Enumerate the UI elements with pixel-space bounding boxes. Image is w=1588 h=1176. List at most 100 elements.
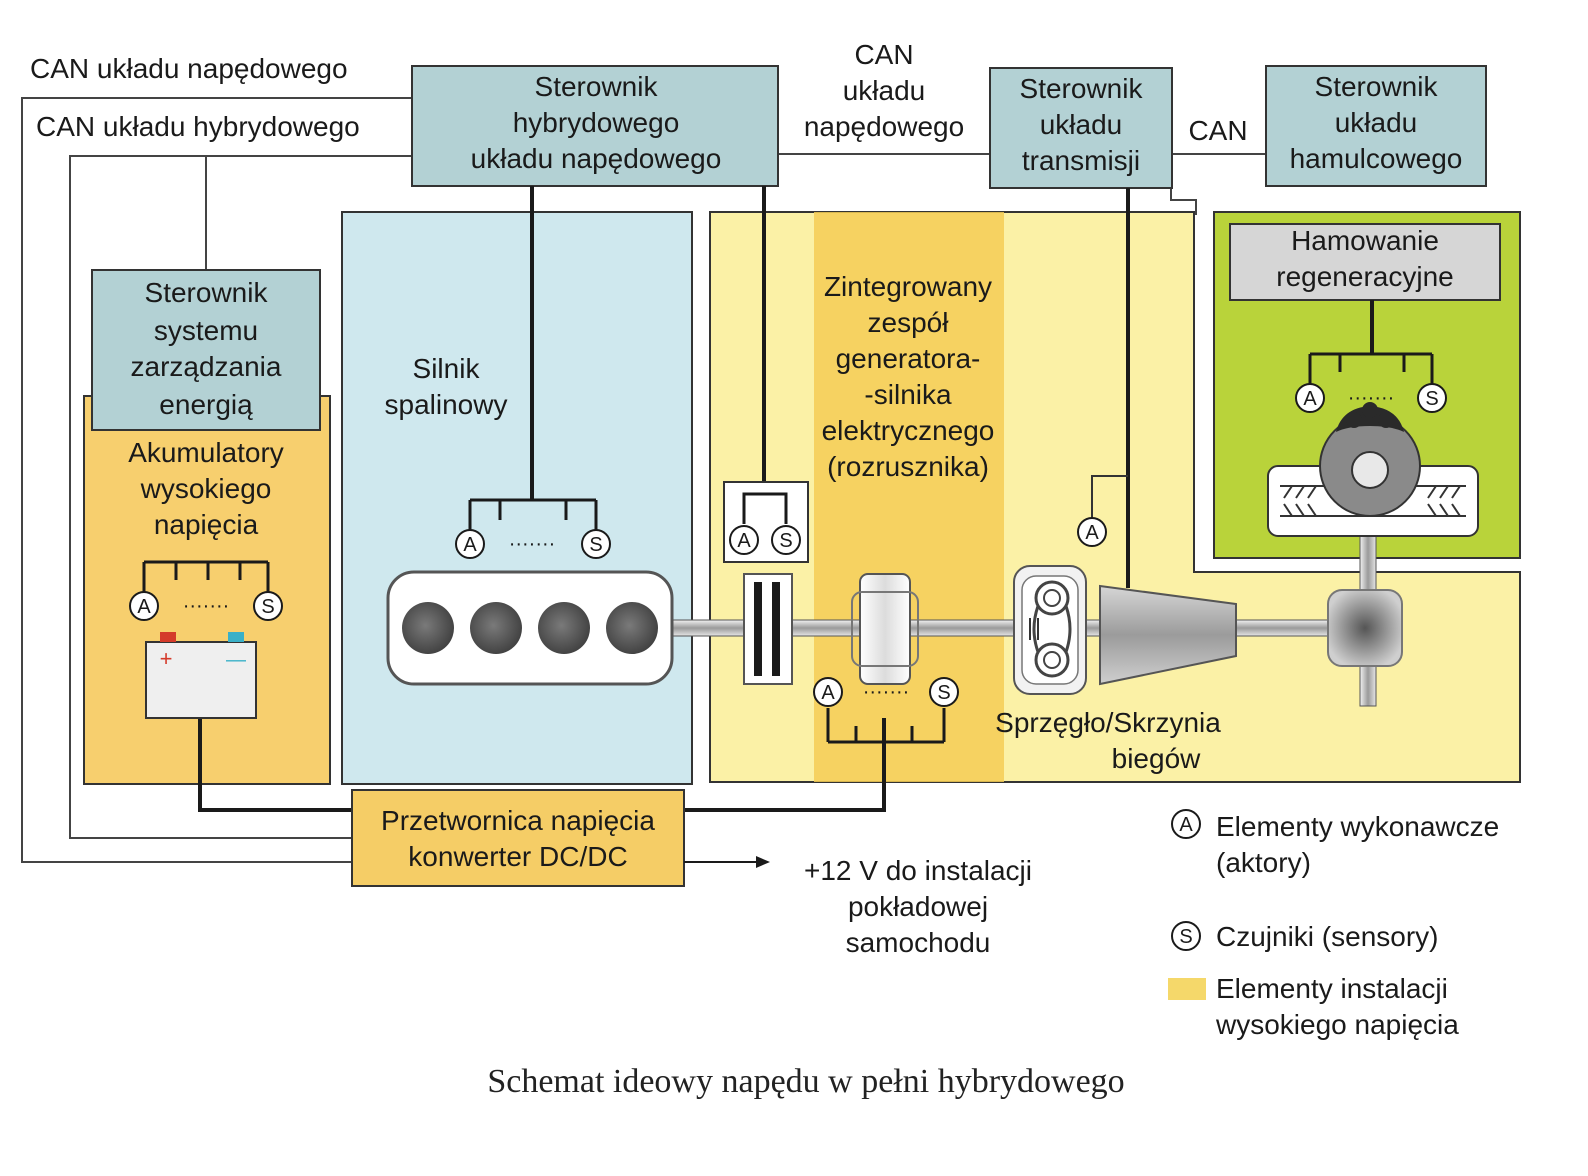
transmission-controller xyxy=(989,67,1173,189)
can-drive-label-mid: CAN xyxy=(854,39,913,70)
legend-hv-label: Elementy instalacji xyxy=(1216,973,1448,1004)
caliper-piston-icon xyxy=(1362,402,1378,418)
battery-terminal-positive xyxy=(160,632,176,642)
transmission-controller-label: układu xyxy=(1040,109,1123,140)
clutch-plate xyxy=(754,582,762,676)
control-lines xyxy=(198,186,1374,812)
legend-sensors-label: Czujniki (sensory) xyxy=(1216,921,1439,952)
energy-controller-label: Sterownik xyxy=(145,277,269,308)
engine-block xyxy=(386,570,674,686)
diagram-caption: Schemat ideowy napędu w pełni hybrydoweg… xyxy=(487,1063,1124,1100)
output-12v-label: pokładowej xyxy=(848,891,988,922)
dots-battery: ······· xyxy=(183,595,230,617)
clutch-bracket xyxy=(742,492,788,524)
energy-controller xyxy=(91,269,321,431)
legend-hv-swatch xyxy=(1168,978,1206,1000)
regen-braking-label: Hamowanie xyxy=(1291,225,1439,256)
battery-zone xyxy=(83,395,331,785)
actuator-symbol-generator: A xyxy=(821,682,835,704)
cylinder xyxy=(470,602,522,654)
can-drive-label-mid: napędowego xyxy=(804,111,964,142)
actuator-symbol-battery: A xyxy=(137,596,151,618)
output-12v-label: +12 V do instalacji xyxy=(804,855,1032,886)
cylinder xyxy=(538,602,590,654)
caliper-piston-icon xyxy=(1346,412,1362,428)
dots-engine: ······· xyxy=(509,533,556,555)
clutch xyxy=(743,573,793,685)
energy-controller-label: systemu xyxy=(154,315,258,346)
battery-plus-sign: + xyxy=(160,646,173,671)
arrow-head-icon xyxy=(756,856,770,868)
hv-band xyxy=(814,212,1004,782)
actuator-symbol-clutch: A xyxy=(737,530,751,552)
can-drive-label-top: CAN układu napędowego xyxy=(30,53,348,84)
converter-label: Przetwornica napięcia xyxy=(381,805,655,836)
motor-generator-unit xyxy=(859,573,911,685)
battery-label: wysokiego xyxy=(140,473,272,504)
hybrid-controller-label: układu napędowego xyxy=(471,143,722,174)
motor-generator-label: -silnika xyxy=(864,379,952,410)
battery-label: napięcia xyxy=(154,509,259,540)
output-12v-label: samochodu xyxy=(846,927,991,958)
motor-generator-label: zespół xyxy=(868,307,950,338)
actuator-symbol-brake: A xyxy=(1303,388,1317,410)
battery-terminal-negative xyxy=(228,632,244,642)
regen-braking-box xyxy=(1229,223,1501,301)
clutch-plate xyxy=(772,582,780,676)
motor-generator-label: elektrycznego xyxy=(822,415,995,446)
actuator-symbol-engine: A xyxy=(463,534,477,556)
caliper-piston-icon xyxy=(1378,412,1394,428)
sensor-symbol-engine: S xyxy=(589,534,602,556)
pulley-hub-icon xyxy=(1043,589,1061,607)
transmission-controller-label: transmisji xyxy=(1022,145,1140,176)
battery xyxy=(145,641,257,719)
converter-label: konwerter DC/DC xyxy=(408,841,627,872)
cylinder xyxy=(606,602,658,654)
gearbox-label: biegów xyxy=(1112,743,1202,774)
gearbox-cone xyxy=(1099,584,1237,686)
brake-controller-label: układu xyxy=(1335,107,1418,138)
brake-controller xyxy=(1265,65,1487,187)
legend-actuator-symbol: A xyxy=(1179,814,1193,836)
motor-generator-label: generatora- xyxy=(836,343,981,374)
energy-controller-label: energią xyxy=(159,389,253,420)
sensor-symbol-generator: S xyxy=(937,682,950,704)
engine-label: Silnik xyxy=(413,353,481,384)
cylinder xyxy=(402,602,454,654)
sensor-symbol-brake: S xyxy=(1425,388,1438,410)
battery-label: Akumulatory xyxy=(128,437,284,468)
can-drive-label-mid: układu xyxy=(843,75,926,106)
gearbox-label: Sprzęgło/Skrzynia xyxy=(995,707,1221,738)
motor-generator-label: (rozrusznika) xyxy=(827,451,989,482)
legend-actuators-label: (aktory) xyxy=(1216,847,1311,878)
motor-generator-housing xyxy=(851,591,919,667)
hybrid-controller-label: Sterownik xyxy=(535,71,659,102)
transmission-controller-label: Sterownik xyxy=(1020,73,1144,104)
sensor-symbol-battery: S xyxy=(261,596,274,618)
hybrid-drive-controller xyxy=(411,65,779,187)
hybrid-controller-label: hybrydowego xyxy=(513,107,680,138)
legend-sensor-symbol: S xyxy=(1179,926,1192,948)
brackets xyxy=(142,352,1434,744)
gearbox-actuator-line xyxy=(1091,475,1128,520)
differential xyxy=(1327,589,1403,667)
can-hybrid-label: CAN układu hybrydowego xyxy=(36,111,360,142)
brake-controller-label: Sterownik xyxy=(1315,71,1439,102)
belt-icon xyxy=(1032,605,1072,653)
brake-controller-label: hamulcowego xyxy=(1290,143,1463,174)
energy-controller-label: zarządzania xyxy=(131,351,282,382)
coupling-icon xyxy=(1029,618,1039,640)
legend-hv-label: wysokiego napięcia xyxy=(1215,1009,1459,1040)
engine-zone xyxy=(341,211,693,785)
legend-actuators-label: Elementy wykonawcze xyxy=(1216,811,1499,842)
battery-minus-sign: — xyxy=(226,649,246,671)
dc-dc-converter xyxy=(351,789,685,887)
engine-label: spalinowy xyxy=(385,389,508,420)
regen-braking-label: regeneracyjne xyxy=(1276,261,1453,292)
wheel-hub xyxy=(1351,451,1389,489)
actuator-sensor-symbols xyxy=(129,383,1447,951)
dots-generator: ······· xyxy=(863,681,910,703)
actuator-symbol-gearbox: A xyxy=(1085,522,1099,544)
motor-generator-label: Zintegrowany xyxy=(824,271,992,302)
